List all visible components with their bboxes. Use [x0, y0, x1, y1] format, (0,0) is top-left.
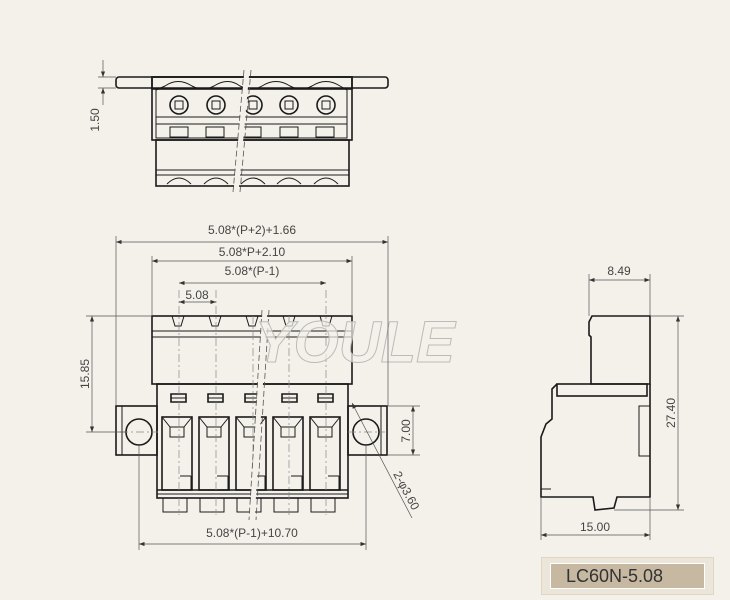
dim-hole-spacing: 5.08*(P-1)+10.70: [206, 526, 298, 540]
dim-overall-width: 5.08*(P+2)+1.66: [208, 223, 296, 237]
dim-label: 1.50: [88, 108, 102, 132]
front-view: YOULE: [115, 290, 458, 521]
terminal-windows: [170, 393, 334, 403]
dim-flange-height: 7.00: [399, 419, 413, 443]
dim-side-height: 27.40: [664, 398, 678, 428]
dim-front-height: 15.85: [78, 359, 92, 389]
dim-pitch: 5.08: [185, 288, 209, 302]
wire-entries: [161, 416, 341, 491]
dim-hole-dia: 2-φ3.60: [390, 469, 422, 513]
dim-side-depth: 15.00: [580, 520, 610, 534]
centerlines: [120, 290, 385, 515]
watermark-logo: YOULE: [255, 310, 457, 375]
dim-top-flange: 1.50: [88, 60, 116, 132]
dim-body-width: 5.08*P+2.10: [219, 245, 286, 259]
part-number: LC60N-5.08: [550, 563, 705, 589]
dim-pin-span: 5.08*(P-1): [225, 264, 280, 278]
dim-side-top-depth: 8.49: [607, 264, 631, 278]
part-number-plate: LC60N-5.08: [541, 557, 714, 595]
top-pin-circles: [169, 95, 336, 115]
top-view: 1.50: [88, 60, 389, 193]
side-view: 8.49 27.40 15.00: [540, 264, 684, 540]
